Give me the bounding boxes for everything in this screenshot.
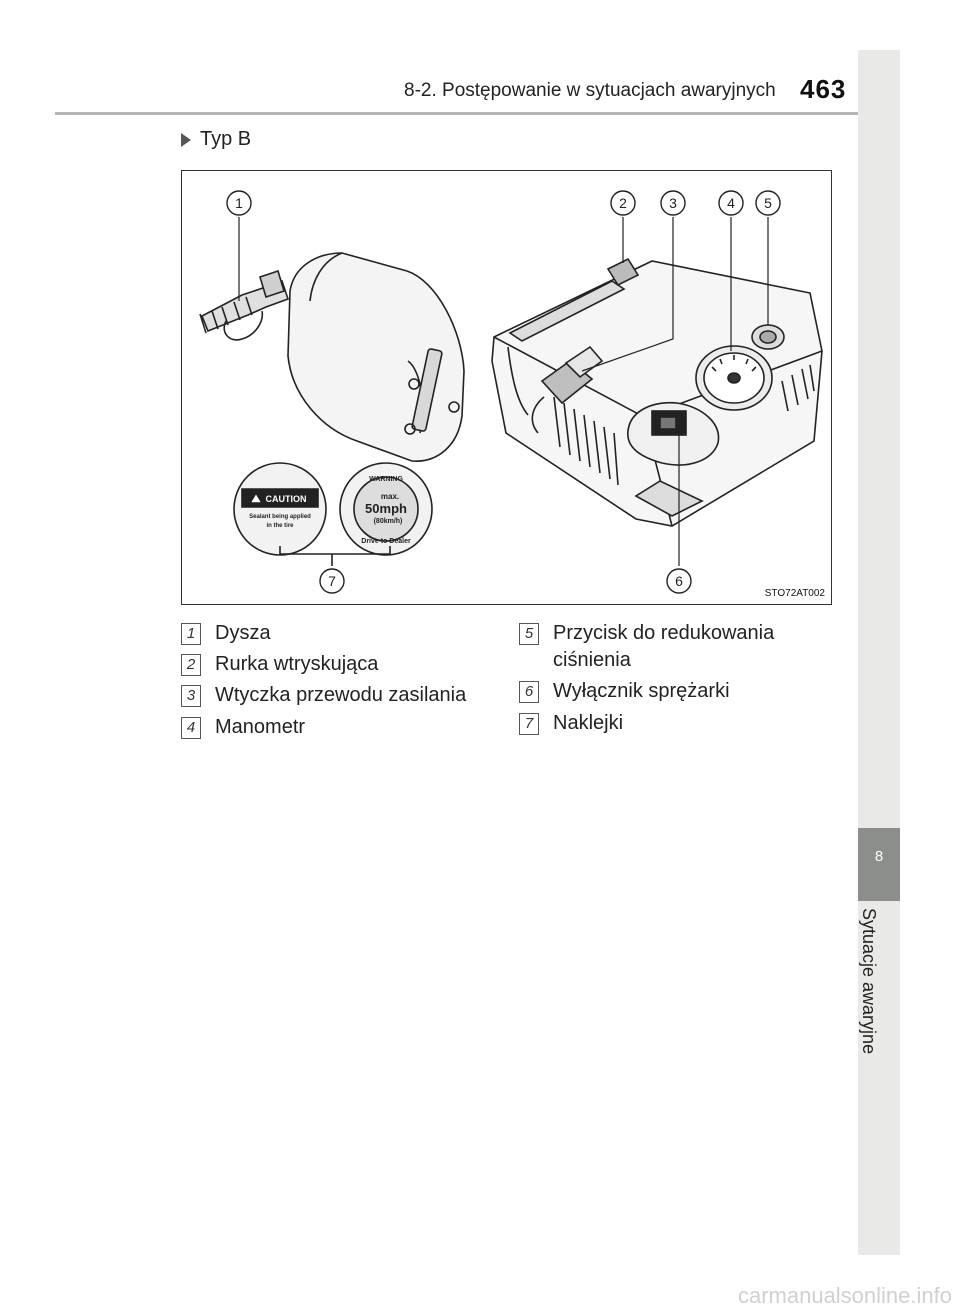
warning-max: max. bbox=[381, 492, 399, 501]
legend-item: 4 Manometr bbox=[181, 714, 480, 741]
figure-code: STO72AT002 bbox=[764, 588, 825, 599]
warning-kmh: (80km/h) bbox=[374, 518, 403, 525]
callout-4: 4 bbox=[727, 195, 735, 211]
legend-text: Przycisk do redukowania ciśnienia bbox=[553, 622, 775, 671]
caution-line2: in the tire bbox=[266, 523, 294, 529]
callouts bbox=[226, 190, 781, 594]
caution-sticker bbox=[233, 462, 327, 556]
legend-text: Naklejki bbox=[553, 712, 624, 734]
callout-7: 7 bbox=[328, 573, 336, 589]
legend-item: 1 Dysza bbox=[181, 620, 480, 647]
header-title: 8-2. Postępowanie w sytuacjach awaryjnyc… bbox=[404, 80, 776, 101]
legend-text: Manometr bbox=[215, 716, 306, 738]
section-type-label: Typ B bbox=[200, 128, 252, 150]
footer-watermark[interactable]: carmanualsonline.info bbox=[737, 1283, 952, 1308]
repair-kit-figure: 1 2 3 4 5 6 7 CAUTION Sealant being appl… bbox=[181, 170, 832, 605]
callout-6: 6 bbox=[675, 573, 683, 589]
callout-1: 1 bbox=[235, 195, 243, 211]
side-tab-number: 8 bbox=[874, 848, 884, 865]
legend-number: 3 bbox=[181, 685, 201, 707]
legend-number: 2 bbox=[181, 654, 201, 676]
injector-tube bbox=[508, 280, 626, 342]
legend-number: 6 bbox=[519, 681, 539, 703]
warning-speed: 50mph bbox=[365, 501, 407, 516]
section-type-heading: Typ B bbox=[181, 128, 251, 151]
callout-5: 5 bbox=[764, 195, 772, 211]
legend-item: 7 Naklejki bbox=[519, 710, 818, 737]
legend-item: 2 Rurka wtryskująca bbox=[181, 651, 480, 678]
callout-2: 2 bbox=[619, 195, 627, 211]
warning-bottom: Drive to Dealer bbox=[361, 538, 411, 545]
page-number: 463 bbox=[800, 74, 847, 104]
legend-number: 7 bbox=[519, 713, 539, 735]
legend-text: Wtyczka przewodu zasilania bbox=[215, 684, 467, 706]
legend-item: 6 Wyłącznik sprężarki bbox=[519, 678, 818, 705]
side-tab-number-box bbox=[858, 828, 900, 901]
legend-text: Wyłącznik sprężarki bbox=[553, 680, 730, 702]
repair-kit-illustration: 1 2 3 4 5 6 7 CAUTION Sealant being appl… bbox=[199, 190, 823, 594]
header-rule bbox=[55, 112, 898, 115]
side-tab-label: Sytuacje awaryjne bbox=[859, 908, 879, 1055]
legend-item: 5 Przycisk do redukowania ciśnienia bbox=[519, 620, 818, 674]
callout-3: 3 bbox=[669, 195, 677, 211]
caution-line1: Sealant being applied bbox=[249, 514, 311, 520]
caution-title: CAUTION bbox=[266, 494, 307, 504]
triangle-arrow-icon bbox=[181, 132, 191, 147]
warning-title: WARNING bbox=[369, 476, 403, 483]
side-tab-bar bbox=[858, 50, 900, 1255]
legend-number: 4 bbox=[181, 717, 201, 739]
legend-number: 5 bbox=[519, 623, 539, 645]
legend-text: Rurka wtryskująca bbox=[215, 653, 379, 675]
legend-item: 3 Wtyczka przewodu zasilania bbox=[181, 682, 480, 709]
legend-number: 1 bbox=[181, 623, 201, 645]
legend-text: Dysza bbox=[215, 622, 271, 644]
